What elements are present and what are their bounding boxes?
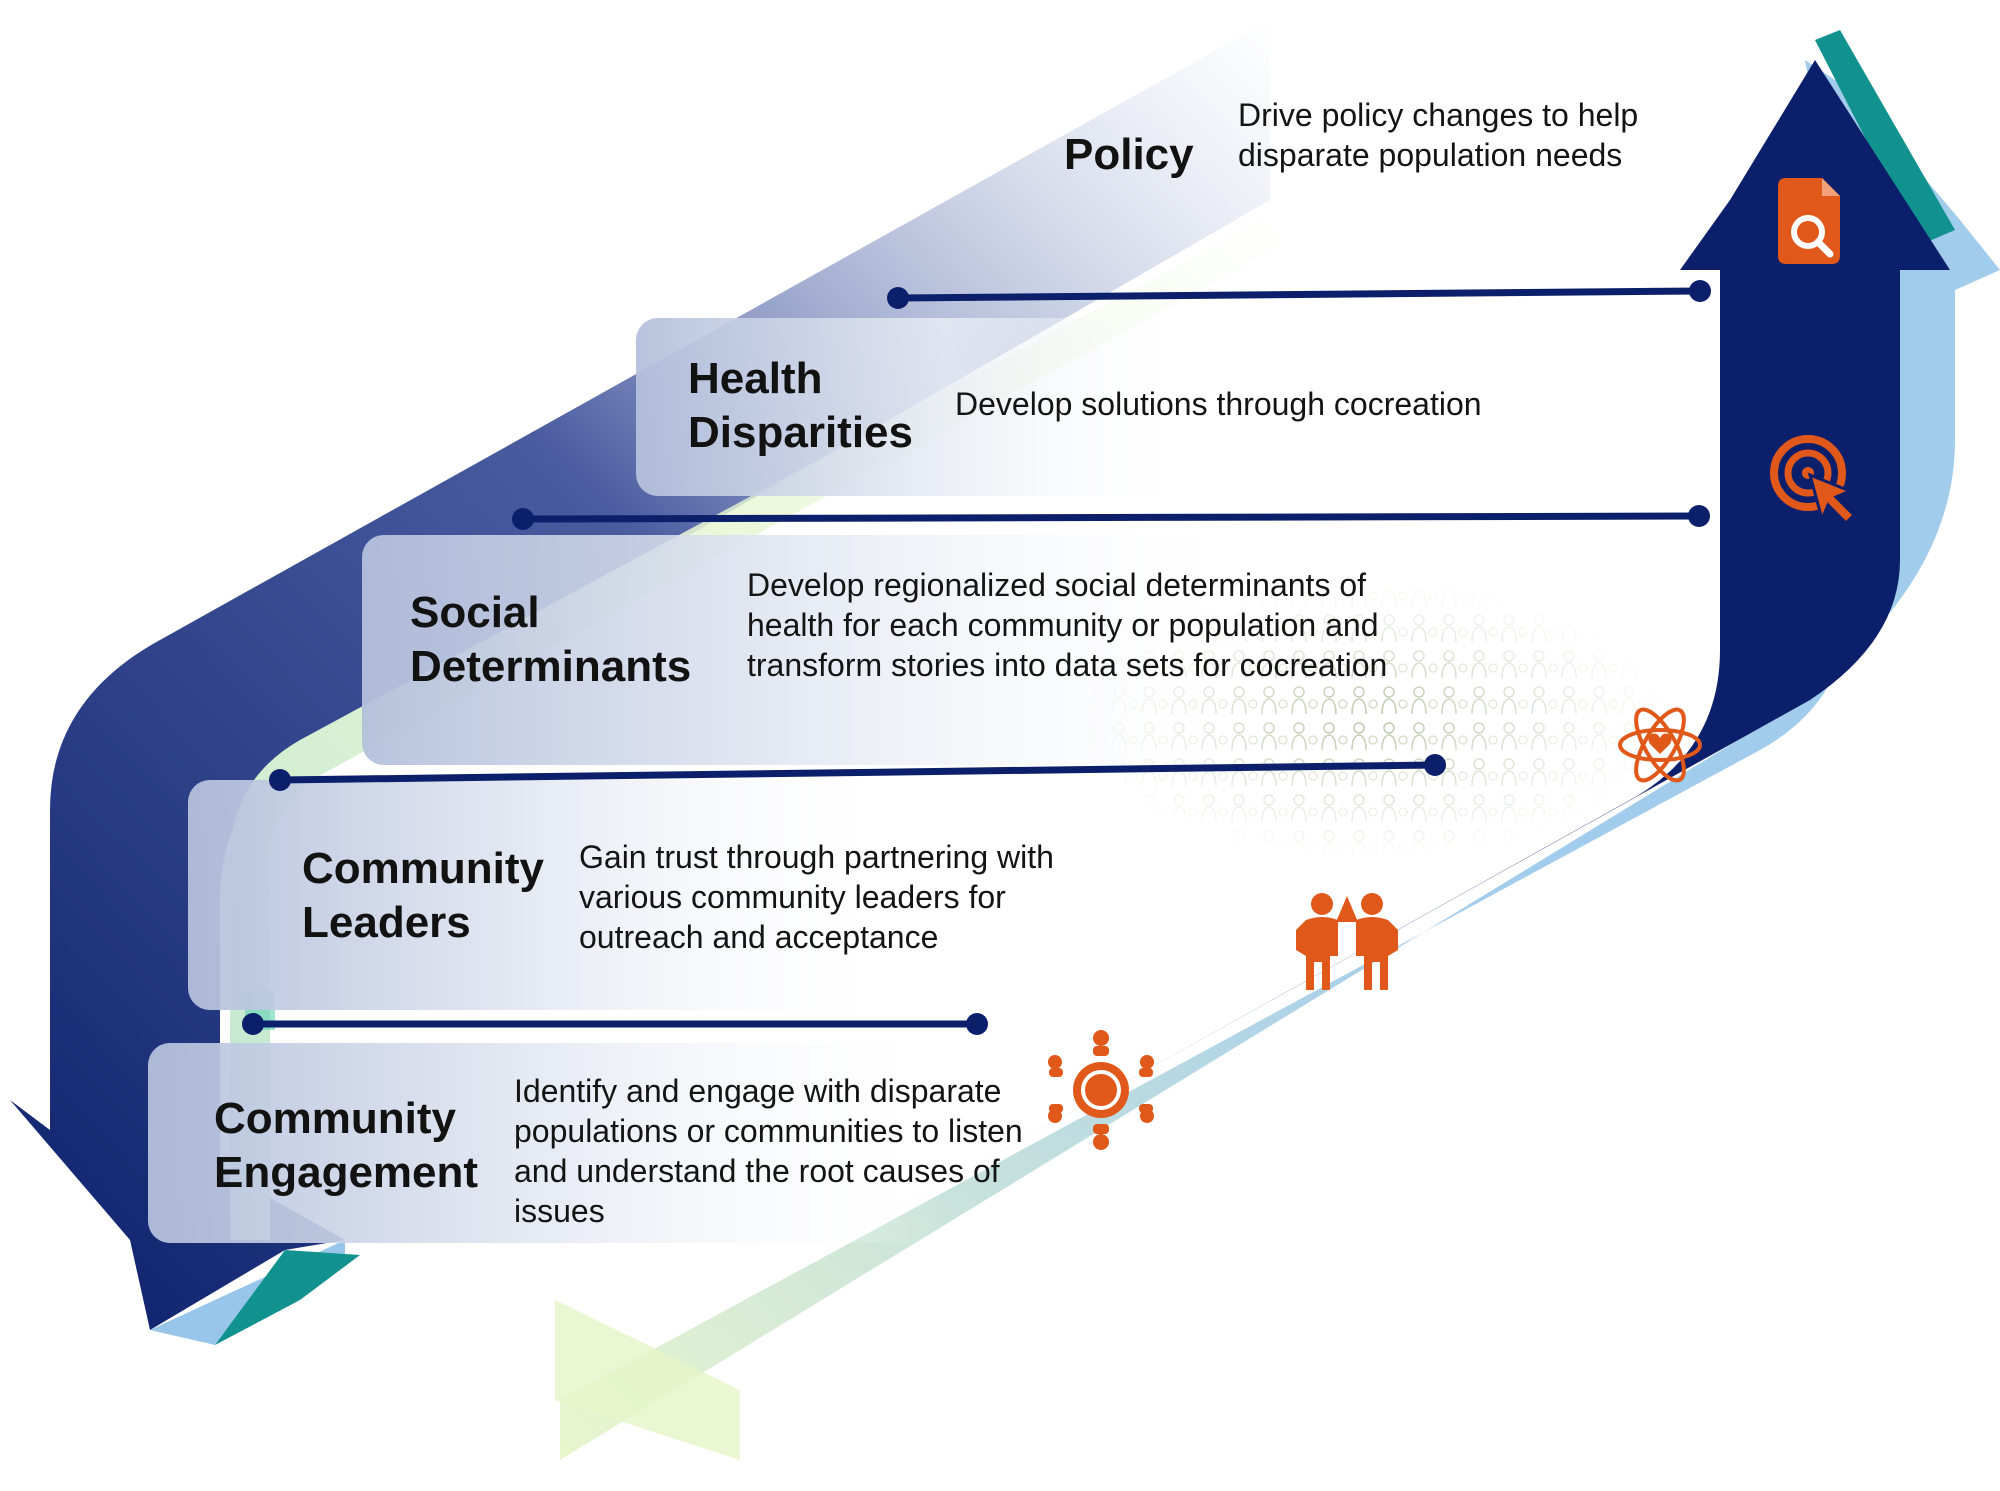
step-description-policy: Drive policy changes to help disparate p… [1238,97,1639,173]
left-arrow-teal [215,1250,360,1345]
atom-heart-icon [1618,707,1702,783]
step-title-community-engagement: Community Engagement [214,1092,478,1200]
connector-social-determinants [512,505,1710,530]
target-cursor-icon [1770,435,1857,526]
step-description-community-leaders: Gain trust through partnering with vario… [579,839,1054,955]
step-description-social-determinants: Develop regionalized social determinants… [747,567,1388,683]
step-title-social-determinants-line1: Social [410,588,540,637]
step-title-social-determinants-line2: Determinants [410,642,692,691]
step-card-social-determinants [362,535,1262,765]
step-card-health-disparities [636,318,1196,496]
community-hub-icon [1048,1030,1154,1150]
right-arrow-lime-edge [555,1300,740,1460]
step-title-policy-line1: Policy [1064,130,1194,179]
step-card-community-leaders [188,780,908,1010]
step-title-health-disparities: Health Disparities [688,352,913,460]
connector-community-engagement [242,1013,988,1035]
step-title-health-disparities-line2: Disparities [688,408,913,457]
step-title-community-engagement-line2: Engagement [214,1148,479,1197]
step-title-community-leaders-line1: Community [302,844,544,893]
connector-community-leaders [269,754,1446,791]
document-search-icon [1778,178,1840,264]
step-title-community-engagement-line1: Community [214,1094,456,1143]
connector-health-disparities [887,280,1711,309]
step-title-social-determinants: Social Determinants [410,586,691,694]
right-arrow-teal [1815,30,1955,245]
step-description-health-disparities: Develop solutions through cocreation [955,386,1482,422]
step-title-policy: Policy [1064,128,1194,182]
step-title-health-disparities-line1: Health [688,354,823,403]
step-title-community-leaders-line2: Leaders [302,898,471,947]
step-description-community-engagement: Identify and engage with disparate popul… [514,1073,1023,1229]
partners-icon [1296,893,1398,990]
step-card-community-engagement [148,1043,948,1243]
step-title-community-leaders: Community Leaders [302,842,544,950]
